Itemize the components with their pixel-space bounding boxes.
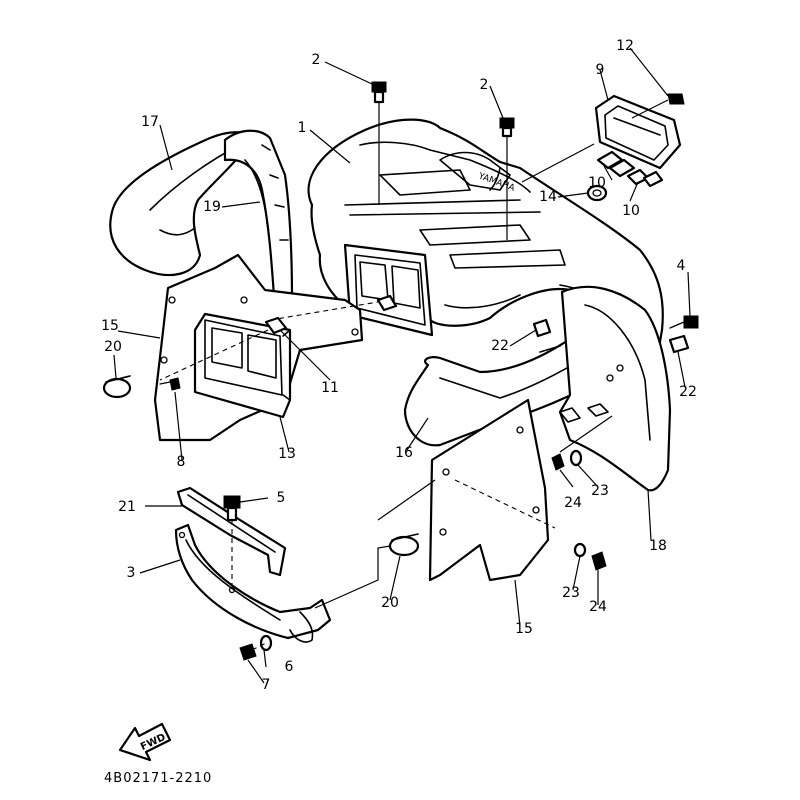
pads-part-10 bbox=[596, 150, 664, 188]
assembly-lines bbox=[159, 99, 669, 651]
nut-24-mid bbox=[551, 453, 565, 471]
callout-leaders bbox=[113, 47, 691, 684]
callout-14: 14 bbox=[539, 189, 557, 205]
screw-5 bbox=[223, 495, 241, 522]
side-panel-part-17 bbox=[109, 131, 252, 277]
callout-23b: 23 bbox=[562, 585, 580, 601]
callout-15b: 15 bbox=[515, 621, 533, 637]
callout-11: 11 bbox=[321, 380, 339, 396]
callout-24a: 24 bbox=[564, 495, 582, 511]
callout-10a: 10 bbox=[588, 175, 606, 191]
drawing-code: 4B02171-2210 bbox=[104, 771, 212, 786]
callout-4: 4 bbox=[677, 258, 686, 274]
callout-22a: 22 bbox=[491, 338, 509, 354]
callout-17: 17 bbox=[141, 114, 159, 130]
callout-10b: 10 bbox=[622, 203, 640, 219]
callout-2b: 2 bbox=[480, 77, 489, 93]
callout-21: 21 bbox=[118, 499, 136, 515]
callout-1: 1 bbox=[298, 120, 307, 136]
callout-18: 18 bbox=[649, 538, 667, 554]
nut-7 bbox=[239, 643, 257, 661]
washer-23-mid bbox=[569, 449, 583, 467]
callout-19: 19 bbox=[203, 199, 221, 215]
side-fender-part-18 bbox=[558, 285, 672, 492]
callout-22b: 22 bbox=[679, 384, 697, 400]
callout-7: 7 bbox=[262, 677, 271, 693]
callout-23a: 23 bbox=[591, 483, 609, 499]
callout-13: 13 bbox=[278, 446, 296, 462]
clamp-20-left bbox=[102, 375, 132, 399]
callout-9: 9 bbox=[596, 62, 605, 78]
callout-12: 12 bbox=[616, 38, 634, 54]
washer-6 bbox=[259, 634, 273, 652]
panel-plate-part-15-right bbox=[428, 398, 550, 582]
nut-24-low bbox=[591, 551, 607, 571]
support-part-3 bbox=[174, 523, 332, 643]
callout-6: 6 bbox=[285, 659, 294, 675]
bolt-4 bbox=[669, 315, 699, 329]
fwd-direction-arrow: FWD bbox=[118, 722, 172, 762]
callout-15a: 15 bbox=[101, 318, 119, 334]
clamp-20-lower bbox=[388, 533, 420, 557]
callout-2a: 2 bbox=[312, 52, 321, 68]
callout-3: 3 bbox=[127, 565, 136, 581]
callout-labels: 2 2 1 17 19 9 12 14 10 10 4 22 22 15 20 … bbox=[101, 38, 697, 693]
bolt-12 bbox=[667, 93, 685, 105]
callout-20b: 20 bbox=[381, 595, 399, 611]
callout-20a: 20 bbox=[104, 339, 122, 355]
clip-near-fender bbox=[376, 294, 398, 312]
callout-16: 16 bbox=[395, 445, 413, 461]
nut-22-right bbox=[668, 334, 690, 354]
light-housing-part-9 bbox=[594, 94, 682, 170]
nut-22-mid bbox=[532, 318, 552, 338]
callout-8: 8 bbox=[177, 454, 186, 470]
bolt-2-left bbox=[371, 81, 387, 104]
callout-24b: 24 bbox=[589, 599, 607, 615]
screw-8 bbox=[159, 377, 181, 391]
washer-23-low bbox=[573, 542, 587, 558]
bolt-2-right bbox=[499, 117, 515, 138]
callout-5: 5 bbox=[277, 490, 286, 506]
